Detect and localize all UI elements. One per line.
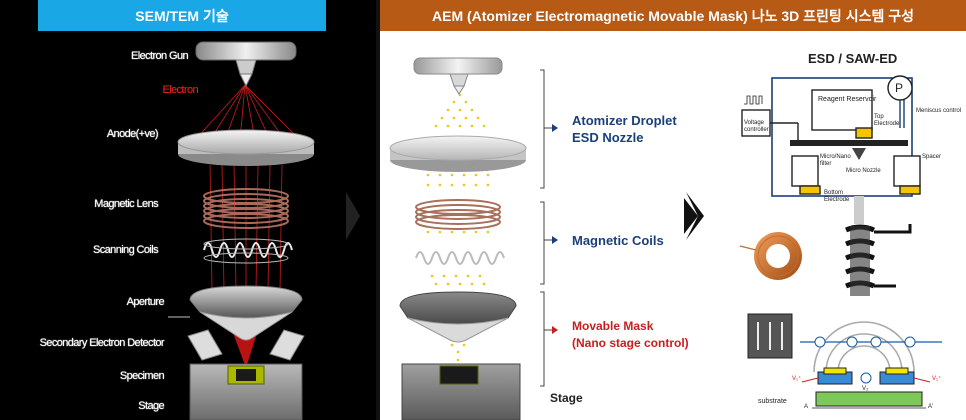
aperture-part [189,285,303,341]
label-coils: Magnetic Coils [572,233,664,248]
magnetic-lens-part [203,188,289,229]
process-arrow [686,192,704,240]
esd-nozzle-part [413,57,503,95]
esd-nozzle: Micro Nozzle [846,168,881,174]
droplet-spray [426,93,490,362]
field-v-right: V₁⁺ [932,376,942,382]
esd-top-electrode: Top Electrode [874,114,900,127]
label-brackets [540,69,552,387]
esd-voltage: Voltage controller [744,120,769,133]
field-v-left: V₁⁺ [792,376,802,382]
label-stage-right: Stage [550,391,583,405]
label-stage: Stage [138,400,164,412]
esd-meniscus: Meniscus control [916,108,962,114]
transition-arrow [346,192,360,240]
electron-gun-part [195,41,297,88]
field-diagram [747,313,942,409]
esd-filter: Micro/Nano filter [820,154,851,167]
field-a-right: A' [928,404,934,410]
label-anode: Anode(+ve) [106,128,159,140]
aem-illustration [389,57,942,420]
label-nozzle: Atomizer Droplet ESD Nozzle [572,112,677,146]
field-v-bottom: V₂ [862,386,869,392]
scanning-coils-part [203,238,293,264]
sem-column-illustration [168,41,360,420]
label-mask: Movable Mask (Nano stage control) [572,318,689,352]
esd-reagent: Reagent Reservoir [818,96,877,103]
esd-spacer: Spacer [922,154,942,160]
sem-tem-header: SEM/TEM 기술 [38,0,326,31]
secondary-detector-part [187,329,305,361]
movable-mask-part [399,291,517,343]
label-nozzle-line2: ESD Nozzle [572,130,644,145]
magnetic-coils-part [415,199,501,230]
label-mask-line2: (Nano stage control) [572,336,689,350]
esd-title: ESD / SAW-ED [808,51,898,66]
stage-part [189,363,303,420]
esd-bottom-electrode: Bottom Electrode [824,190,850,203]
field-substrate: substrate [758,398,787,405]
esd-schematic [741,75,921,197]
label-mask-line1: Movable Mask [572,319,654,333]
sem-tem-panel: SEM/TEM 기술 [0,0,376,420]
label-specimen: Specimen [119,370,165,382]
label-aperture: Aperture [126,296,165,308]
label-secondary-detector: Secondary Electron Detector [39,337,165,349]
label-electron: Electron [162,84,198,96]
stage-part [401,363,521,420]
coil-spring-part [415,251,505,265]
label-electron-gun: Electron Gun [130,50,189,62]
field-a-left: A [804,404,809,410]
label-nozzle-line1: Atomizer Droplet [572,113,677,128]
aem-header: AEM (Atomizer Electromagnetic Movable Ma… [380,0,966,31]
plate-part [389,135,527,172]
label-scanning-coils: Scanning Coils [93,244,159,256]
anode-part [177,129,315,166]
esd-pressure: P [895,81,904,95]
copper-coil-icon [739,232,802,280]
panel-divider [376,0,380,420]
label-magnetic-lens: Magnetic Lens [94,198,158,210]
electron-beam [194,84,301,368]
aem-panel: AEM (Atomizer Electromagnetic Movable Ma… [380,0,966,420]
electrode-coil [845,196,912,296]
